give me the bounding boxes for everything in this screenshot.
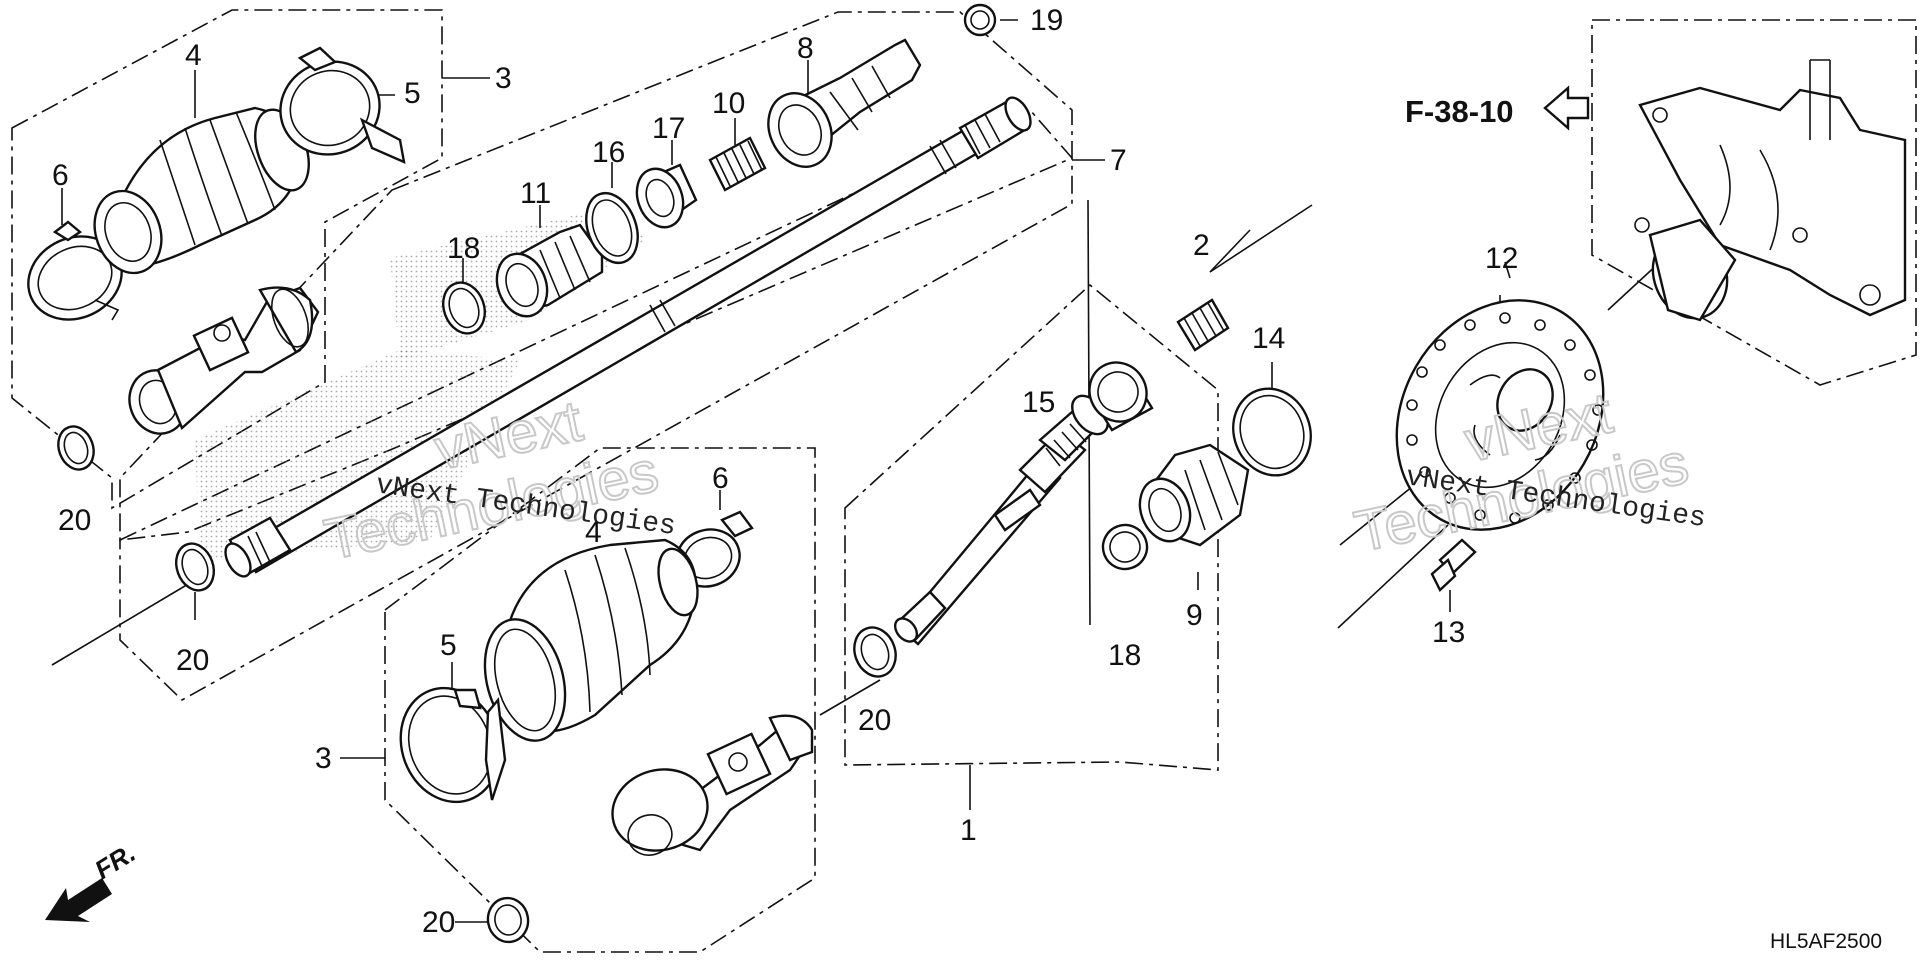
callouts: 3 4 5 6 20 7 8 10 17 16 11 18 19 20 6 4 …	[52, 4, 1518, 939]
callout-14: 14	[1252, 322, 1285, 355]
boot-4-lower	[483, 538, 699, 742]
group-outline-boot-set-upper	[11, 9, 443, 510]
bearing-17	[635, 163, 698, 229]
inner-joint-cup-upper	[128, 286, 320, 435]
boot-clamp-6-upper	[27, 220, 123, 321]
o-ring-14	[1232, 387, 1312, 477]
callout-15: 15	[1022, 386, 1055, 419]
callout-17: 17	[652, 112, 685, 145]
callout-5-lower: 5	[440, 629, 457, 662]
o-ring-20-c	[853, 626, 897, 678]
callout-12: 12	[1485, 242, 1518, 275]
front-label: FR.	[89, 837, 140, 885]
callout-3-upper: 3	[495, 62, 512, 95]
stub-axle-1	[893, 394, 1109, 646]
knuckle-hub	[1634, 59, 1907, 322]
callout-11: 11	[520, 177, 551, 210]
watermark: vNext Technologies vNext Technologies vN…	[318, 379, 1707, 573]
bolt-13	[1430, 538, 1477, 592]
callout-8: 8	[797, 32, 814, 65]
o-ring-16	[585, 191, 639, 265]
diagram-code: HL5AF2500	[1770, 930, 1882, 953]
reference-label[interactable]: F-38-10	[1405, 94, 1514, 129]
o-ring-20-d	[486, 896, 530, 944]
callout-3-lower: 3	[315, 742, 332, 775]
callout-20-d: 20	[422, 906, 455, 939]
reference-arrow-icon	[1543, 85, 1590, 131]
group-outline-shaft	[119, 109, 1073, 701]
brake-disc-12	[1395, 299, 1605, 531]
group-outline-inner-joint	[119, 11, 1073, 541]
o-ring-20-a	[57, 425, 95, 471]
callout-19: 19	[1030, 4, 1063, 37]
dust-seal-9	[1138, 443, 1250, 547]
callout-20-c: 20	[858, 704, 891, 737]
drive-shaft-7	[224, 96, 1032, 578]
o-ring-19	[963, 3, 997, 37]
spring-10	[708, 136, 767, 192]
callout-5-upper: 5	[404, 77, 421, 110]
callout-10: 10	[712, 87, 745, 120]
callout-20-b: 20	[176, 644, 209, 677]
callout-1: 1	[960, 814, 977, 847]
hatch-area-lower	[195, 350, 520, 560]
callout-4-upper: 4	[185, 39, 202, 72]
group-outline-knuckle	[1591, 19, 1917, 386]
callout-7: 7	[1110, 144, 1127, 177]
callout-18-upper: 18	[447, 232, 480, 265]
joint-sleeve-8	[767, 38, 922, 168]
callout-6-lower: 6	[712, 462, 729, 495]
spring-2	[1176, 298, 1230, 352]
callout-13: 13	[1432, 616, 1465, 649]
callout-9: 9	[1186, 599, 1203, 632]
callout-18-lower: 18	[1108, 639, 1141, 672]
o-ring-18-upper	[442, 281, 486, 335]
group-outline-outer-joint	[844, 283, 1219, 771]
boot-clamp-5-lower	[399, 686, 507, 804]
callout-6-upper: 6	[52, 159, 69, 192]
callout-4-lower: 4	[585, 516, 602, 549]
callout-2: 2	[1193, 229, 1210, 262]
boot-clamp-5-upper	[279, 46, 406, 165]
callout-16: 16	[592, 136, 625, 169]
callout-20-a: 20	[58, 504, 91, 537]
outer-joint-cup-lower	[611, 714, 814, 856]
dust-seal-11	[495, 223, 604, 318]
o-ring-20-b	[174, 542, 216, 592]
o-ring-18-lower	[1101, 523, 1149, 571]
bearing-15	[1088, 361, 1154, 432]
front-direction-arrow-icon	[45, 878, 112, 922]
